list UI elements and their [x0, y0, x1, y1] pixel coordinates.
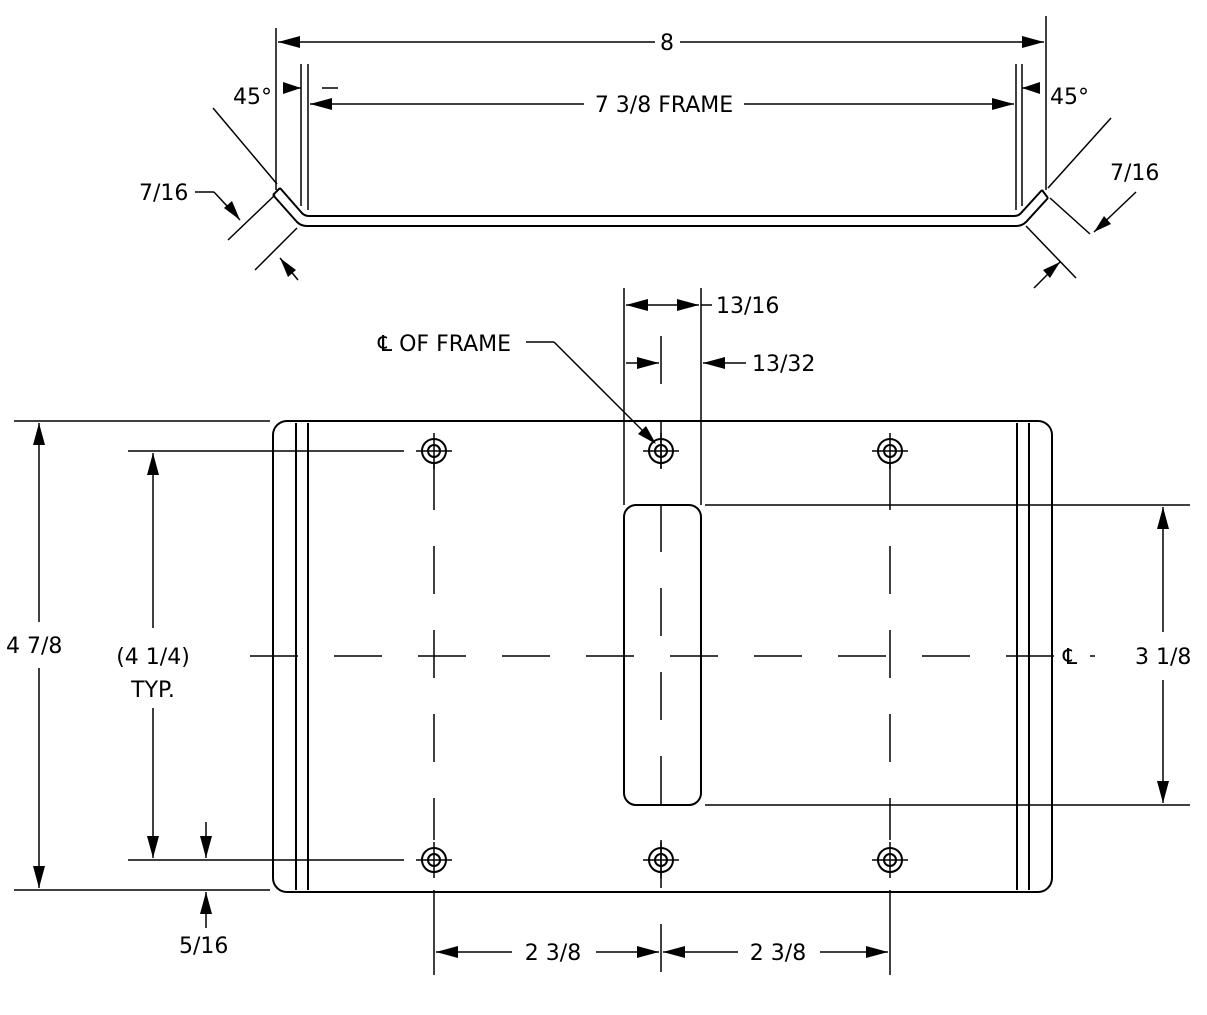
plate-end-left	[272, 187, 281, 196]
arrowhead	[436, 946, 458, 958]
dim-overall-width: 8	[660, 31, 674, 56]
leader-line	[553, 341, 655, 443]
dim-hole-spacing-right: 2 3/8	[750, 941, 806, 966]
arrowhead	[992, 98, 1014, 110]
arrowhead	[147, 453, 159, 475]
hole	[872, 433, 908, 469]
side-view: 8 7 3/8 FRAME 45° 45° 7/16 7/16	[139, 16, 1159, 289]
arrowhead	[1022, 36, 1044, 48]
angle-ext	[1047, 117, 1112, 189]
arrowhead	[866, 946, 888, 958]
dim-hole-spacing-vertical: (4 1/4)	[116, 645, 190, 670]
arrowhead	[626, 299, 648, 311]
arrowhead	[1043, 262, 1060, 278]
arrowhead	[1157, 507, 1169, 529]
arrowhead	[703, 357, 725, 369]
arrowhead	[283, 82, 301, 94]
flange-ext	[227, 194, 276, 241]
plan-view: 13/16 13/32 ℄ OF FRAME 4 7/8 (4 1/4) TYP…	[6, 288, 1191, 990]
dim-angle-right: 45°	[1050, 85, 1089, 110]
arrowhead	[147, 836, 159, 858]
hole	[643, 433, 679, 469]
plate-end-right	[1041, 189, 1049, 199]
hole	[416, 433, 452, 469]
centerline-mark: ℄	[1062, 645, 1078, 670]
arrowhead	[278, 36, 300, 48]
arrowhead	[1094, 216, 1111, 232]
dim-angle-left: 45°	[233, 85, 272, 110]
arrowhead	[637, 357, 659, 369]
plate-profile-outer	[272, 194, 1049, 227]
arrowhead	[1157, 781, 1169, 803]
dim-slot-width: 13/16	[716, 294, 779, 319]
arrowhead	[637, 946, 659, 958]
arrowhead	[1022, 82, 1040, 94]
dim-slot-length: 3 1/8	[1135, 645, 1191, 670]
dim-frame-width: 7 3/8 FRAME	[595, 93, 733, 118]
hole	[872, 842, 908, 878]
hole	[416, 842, 452, 878]
flange-ext	[1049, 197, 1091, 235]
centerline-of-frame-label: ℄ OF FRAME	[377, 332, 511, 357]
arrowhead	[200, 836, 212, 858]
arrowhead	[663, 946, 685, 958]
dim-edge-offset: 5/16	[179, 934, 228, 959]
arrowhead	[310, 98, 332, 110]
dim-flange-left: 7/16	[139, 181, 188, 206]
angle-ext	[212, 107, 278, 185]
dim-hole-spacing-left: 2 3/8	[525, 941, 581, 966]
slot	[623, 504, 702, 806]
flange-ext	[254, 227, 298, 271]
arrowhead	[200, 892, 212, 914]
arrowhead	[280, 258, 296, 277]
dim-slot-offset: 13/32	[752, 352, 815, 377]
flange-ext	[1025, 225, 1077, 279]
dim-overall-height: 4 7/8	[6, 634, 62, 659]
arrowhead	[33, 866, 45, 888]
arrowhead	[224, 201, 240, 220]
dim-typ-label: TYP.	[130, 678, 175, 703]
arrowhead	[33, 423, 45, 445]
plate-profile-inner	[279, 187, 1043, 217]
hole	[643, 842, 679, 878]
dim-flange-right: 7/16	[1110, 161, 1159, 186]
arrowhead	[677, 299, 699, 311]
arrowhead	[638, 426, 656, 444]
